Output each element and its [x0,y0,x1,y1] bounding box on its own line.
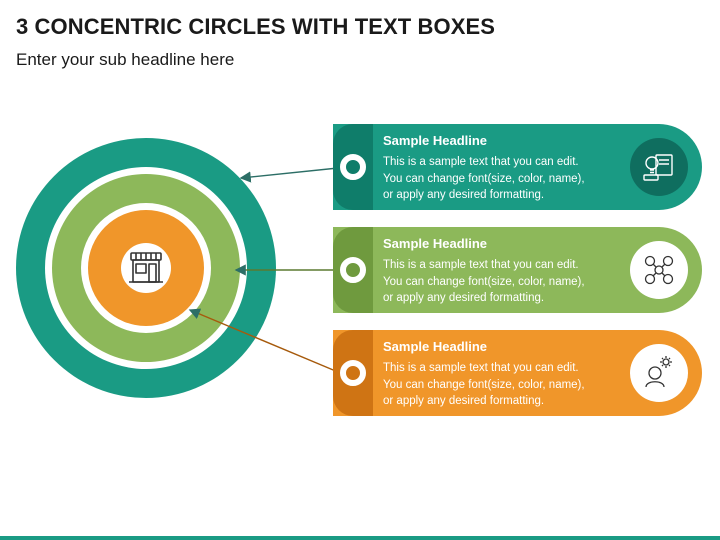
ring-icon [340,360,366,386]
text-box-icon-badge [630,138,688,196]
text-box-body: This is a sample text that you can edit.… [383,156,585,201]
footer-bar [0,536,720,540]
person-gear-icon [645,356,672,388]
text-box-headline: Sample Headline [383,236,488,251]
page-title: 3 CONCENTRIC CIRCLES WITH TEXT BOXES [16,14,496,39]
ring-icon [340,154,366,180]
team-network-icon [644,255,674,285]
text-box-headline: Sample Headline [383,133,488,148]
text-box-icon-badge [630,241,688,299]
text-box-icon-badge [630,344,688,402]
text-box-body: This is a sample text that you can edit.… [383,362,585,407]
connector-arrow-1 [239,167,339,183]
text-box-body: This is a sample text that you can edit.… [383,259,585,304]
idea-presentation-icon [643,154,673,181]
storefront-icon [129,252,163,283]
ring-icon [340,257,366,283]
connector-arrow-3 [188,308,339,373]
text-box-2: Sample Headline This is a sample text th… [333,227,702,313]
text-box-1: Sample Headline This is a sample text th… [333,124,702,210]
text-box-3: Sample Headline This is a sample text th… [333,330,702,416]
page-subtitle: Enter your sub headline here [16,50,235,69]
text-box-headline: Sample Headline [383,339,488,354]
